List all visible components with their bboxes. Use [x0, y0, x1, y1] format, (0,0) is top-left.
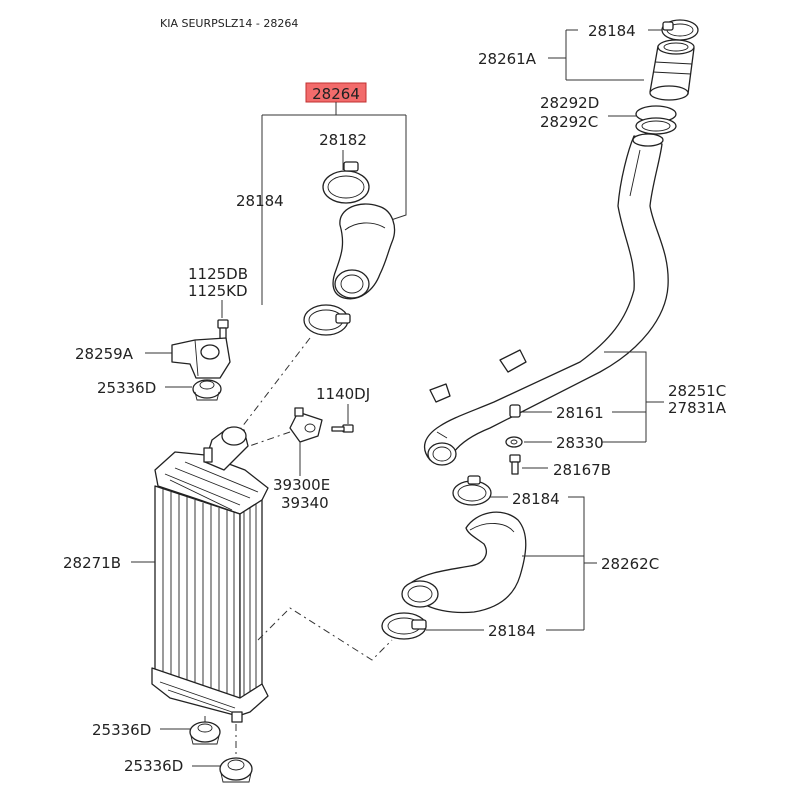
grommet-25336D-mid[interactable] — [189, 721, 221, 745]
label-27831A[interactable]: 27831A — [668, 399, 727, 417]
label-28184-top-right[interactable]: 28184 — [588, 22, 636, 40]
clamp-28184-lower-a[interactable] — [452, 475, 492, 506]
label-28184-lower-a[interactable]: 28184 — [512, 490, 560, 508]
clamp-28292[interactable] — [635, 105, 677, 135]
label-28167B[interactable]: 28167B — [553, 461, 611, 479]
leader-28262C — [522, 555, 597, 564]
clamp-28184-top-right[interactable] — [661, 19, 699, 41]
label-28161[interactable]: 28161 — [556, 404, 604, 422]
washer-28330[interactable] — [505, 436, 523, 448]
label-28292C[interactable]: 28292C — [540, 113, 598, 131]
leader-28251C — [604, 351, 664, 442]
assembly-bracket-lines — [261, 102, 407, 305]
label-28259A[interactable]: 28259A — [75, 345, 134, 363]
label-28184-left[interactable]: 28184 — [236, 192, 284, 210]
bolt-1140DJ[interactable] — [331, 424, 354, 433]
label-39340[interactable]: 39340 — [281, 494, 329, 512]
clamp-28182[interactable] — [322, 161, 370, 204]
bracket-28259A[interactable] — [171, 337, 231, 379]
label-28261A[interactable]: 28261A — [478, 50, 537, 68]
hose-28262C[interactable] — [401, 511, 527, 614]
bolt-28167B[interactable] — [509, 454, 521, 475]
clamp-28184-lower-b[interactable] — [381, 612, 427, 640]
dashline-hose-to-cooler — [231, 337, 311, 441]
label-28330[interactable]: 28330 — [556, 434, 604, 452]
label-1125DB[interactable]: 1125DB — [188, 265, 248, 283]
pipe-28251C[interactable] — [423, 133, 669, 466]
label-28251C[interactable]: 28251C — [668, 382, 726, 400]
label-28292D[interactable]: 28292D — [540, 94, 599, 112]
label-25336D-mid[interactable]: 25336D — [92, 721, 151, 739]
hose-28264[interactable] — [332, 203, 396, 300]
label-28184-lower-b[interactable]: 28184 — [488, 622, 536, 640]
label-28182[interactable]: 28182 — [319, 131, 367, 149]
label-28262C[interactable]: 28262C — [601, 555, 659, 573]
label-1140DJ[interactable]: 1140DJ — [316, 385, 370, 403]
label-28271B[interactable]: 28271B — [63, 554, 121, 572]
leader-28184-lower-a — [490, 496, 585, 630]
grommet-25336D-top[interactable] — [192, 379, 222, 401]
label-1125KD[interactable]: 1125KD — [188, 282, 248, 300]
grommet-25336D-bot[interactable] — [219, 757, 253, 783]
sensor-39300E[interactable] — [289, 407, 323, 443]
label-39300E[interactable]: 39300E — [273, 476, 330, 494]
hose-28261A[interactable] — [649, 39, 695, 101]
intercooler-28271B[interactable] — [151, 426, 269, 723]
diagram-header: KIA SEURPSLZ14 - 28264 — [160, 17, 298, 30]
label-28264[interactable]: 28264 — [312, 85, 360, 103]
label-25336D-top[interactable]: 25336D — [97, 379, 156, 397]
plug-28161[interactable] — [509, 404, 521, 418]
label-25336D-bot[interactable]: 25336D — [124, 757, 183, 775]
leader-28261A — [548, 29, 644, 81]
dashline-cooler-to-lower-hose — [257, 607, 393, 661]
clamp-28184-left[interactable] — [303, 304, 351, 336]
